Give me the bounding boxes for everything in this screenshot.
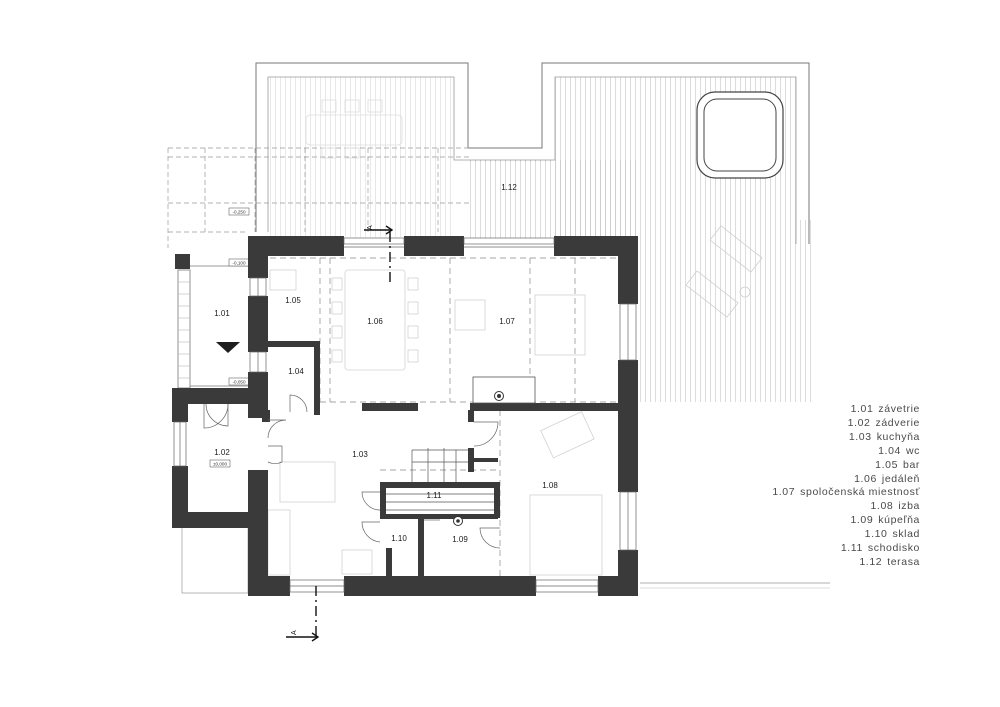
level-entry-bottom: -0,050: [232, 380, 245, 385]
room-label-1-12: 1.12: [501, 183, 517, 192]
dashed-dividers: [270, 257, 620, 580]
room-label-1-10: 1.10: [391, 534, 407, 543]
section-line: [286, 225, 394, 642]
room-label-1-06: 1.06: [367, 317, 383, 326]
section-label-bottom: A: [291, 630, 298, 635]
terrace: -0,250: [167, 62, 830, 589]
room-label-1-09: 1.09: [452, 535, 468, 544]
room-label-1-07: 1.07: [499, 317, 515, 326]
room-label-1-01: 1.01: [214, 309, 230, 318]
room-label-1-11: 1.11: [427, 491, 443, 500]
room-label-1-02: 1.02: [214, 448, 230, 457]
room-label-1-03: 1.03: [352, 450, 368, 459]
level-terrace: -0,250: [232, 210, 245, 215]
windows: [173, 237, 637, 593]
doors: [203, 394, 501, 549]
room-label-1-05: 1.05: [285, 296, 301, 305]
staircase: [386, 448, 494, 511]
section-label-top: A: [367, 225, 374, 230]
level-vestibule: ±0,000: [213, 462, 227, 467]
walls: [172, 236, 638, 596]
entry-arrow-icon: [216, 342, 240, 353]
room-label-1-04: 1.04: [288, 367, 304, 376]
room-label-1-08: 1.08: [542, 481, 558, 490]
level-entry-top: -0,100: [232, 261, 245, 266]
furniture: [267, 269, 603, 576]
